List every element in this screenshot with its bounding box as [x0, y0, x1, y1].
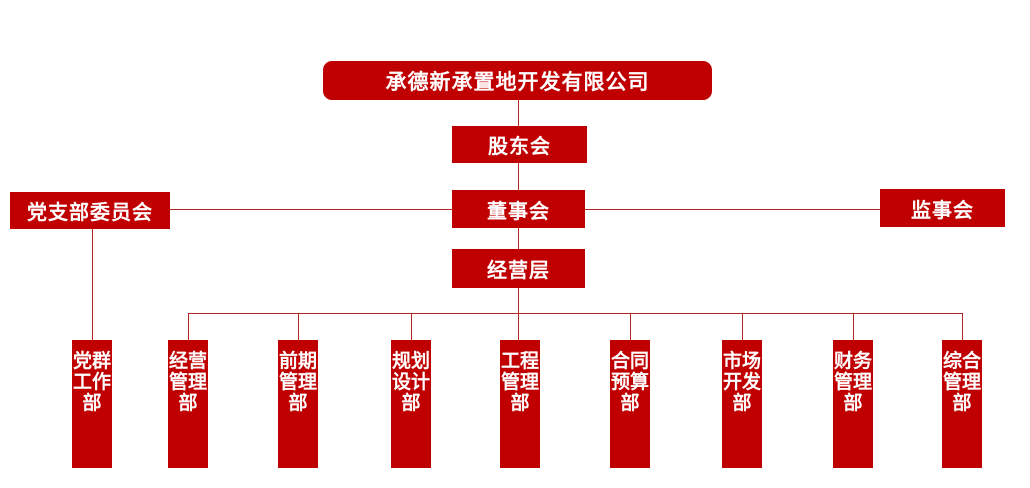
- node-dept-planning-design: 规划设计部: [391, 340, 431, 468]
- node-dept-engineering: 工程管理部: [500, 340, 540, 468]
- connector-drop-contract-budget: [630, 313, 631, 340]
- connector-department-bus: [188, 313, 962, 314]
- node-supervisors: 监事会: [880, 189, 1005, 227]
- node-dept-contract-budget: 合同预算部: [610, 340, 650, 468]
- connector-drop-early-stage: [298, 313, 299, 340]
- connector-drop-market-dev: [742, 313, 743, 340]
- connector-party-partywork: [92, 229, 93, 340]
- node-supervisors-label: 监事会: [911, 199, 974, 222]
- node-company: 承德新承置地开发有限公司: [323, 61, 712, 100]
- node-board-label: 董事会: [487, 200, 550, 223]
- connector-company-shareholders: [518, 100, 519, 126]
- node-dept-party-work: 党群工作部: [72, 340, 112, 468]
- node-dept-general-mgmt: 综合管理部: [942, 340, 982, 468]
- node-shareholders-label: 股东会: [488, 136, 551, 158]
- node-dept-market-dev: 市场开发部: [722, 340, 762, 468]
- node-dept-business-mgmt: 经营管理部: [168, 340, 208, 468]
- connector-drop-planning-design: [411, 313, 412, 340]
- connector-party-board: [170, 209, 452, 210]
- connector-management-bus: [518, 288, 519, 313]
- connector-shareholders-board: [518, 163, 519, 190]
- node-party-committee-label: 党支部委员会: [27, 202, 153, 224]
- node-dept-finance: 财务管理部: [833, 340, 873, 468]
- connector-drop-engineering: [518, 313, 519, 340]
- connector-board-management: [518, 228, 519, 249]
- node-company-label: 承德新承置地开发有限公司: [385, 70, 650, 94]
- node-party-committee: 党支部委员会: [10, 192, 170, 229]
- node-management: 经营层: [452, 249, 585, 288]
- node-management-label: 经营层: [487, 260, 550, 282]
- node-dept-early-stage: 前期管理部: [278, 340, 318, 468]
- node-shareholders: 股东会: [452, 126, 587, 163]
- connector-drop-business-mgmt: [188, 313, 189, 340]
- connector-drop-general-mgmt: [962, 313, 963, 340]
- node-board: 董事会: [452, 190, 585, 228]
- connector-board-supervisors: [585, 209, 880, 210]
- connector-drop-finance: [853, 313, 854, 340]
